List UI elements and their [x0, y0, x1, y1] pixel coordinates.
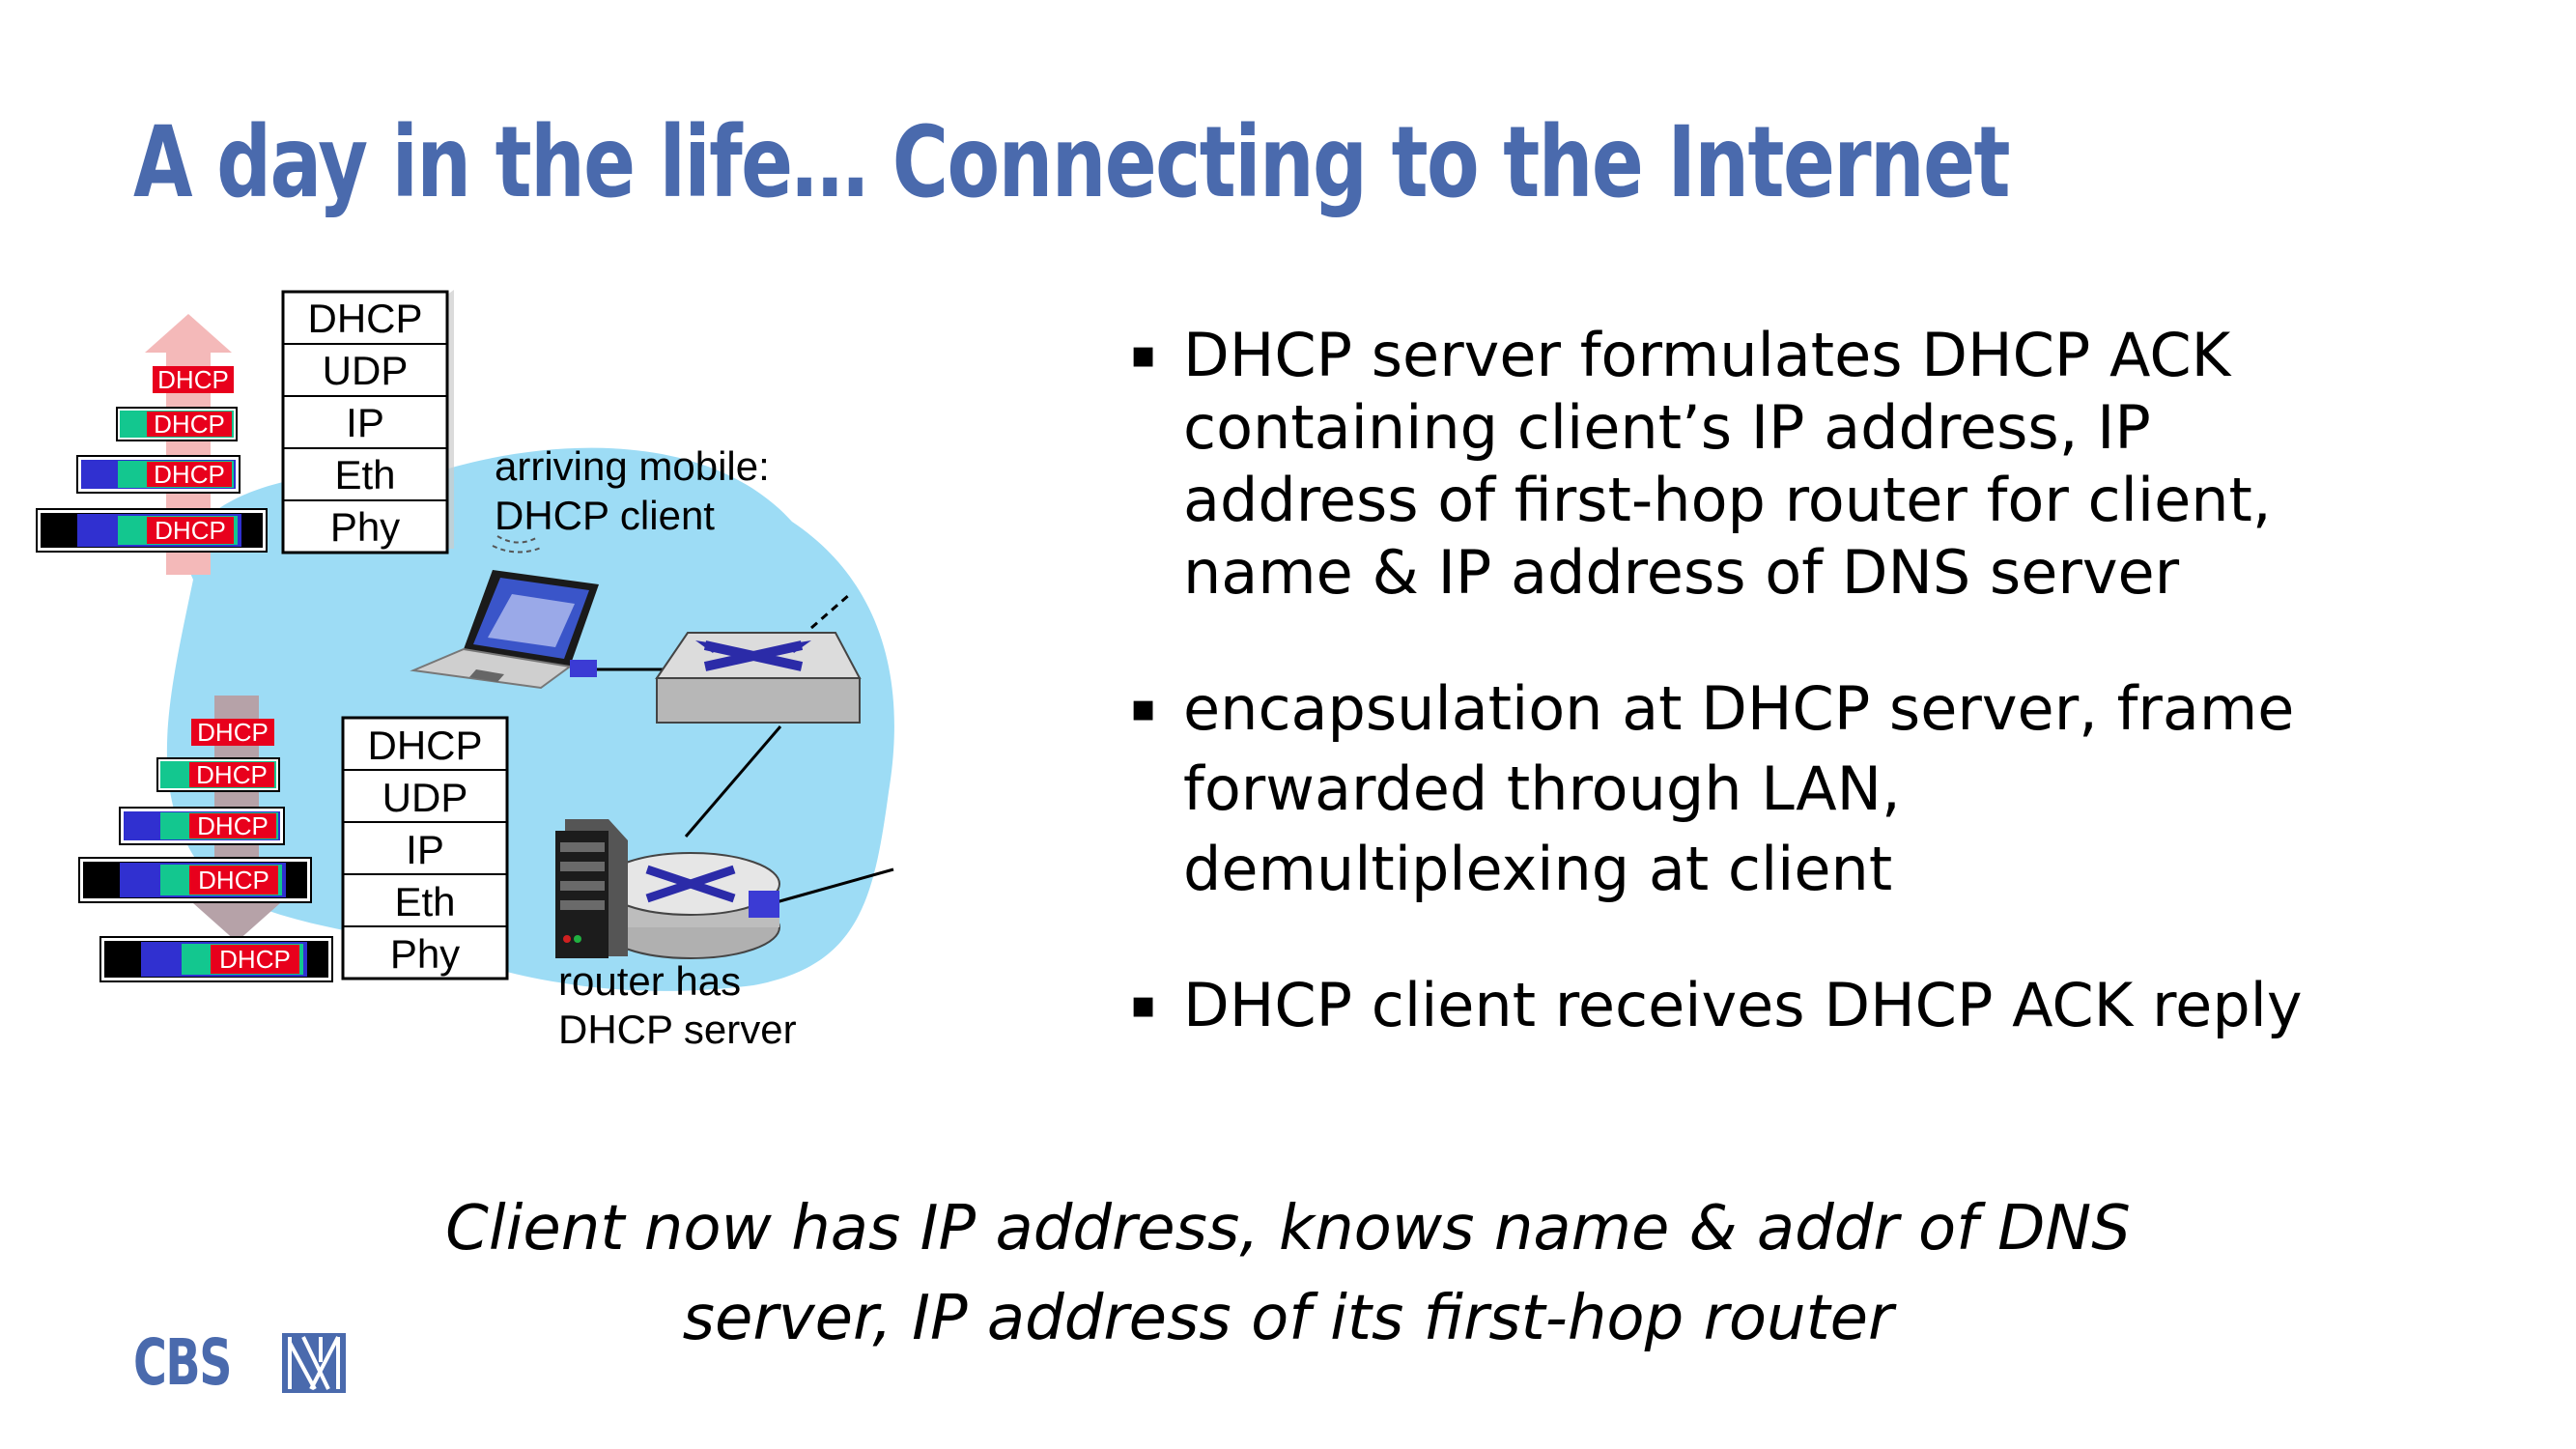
client-label-line1: arriving mobile: [495, 443, 770, 489]
server-icon [555, 819, 628, 958]
link-switch-router [684, 725, 782, 838]
summary-line-1: Client now has IP address, knows name & … [445, 1193, 2131, 1264]
link-router-outside [772, 867, 894, 905]
bullet-list: ▪ DHCP server formulates DHCP ACK contai… [1130, 319, 2482, 1041]
network-diagram: arriving mobile: DHCP client router has … [36, 290, 894, 1052]
client-stack-ip: IP [346, 400, 384, 445]
client-stack-eth: Eth [334, 452, 395, 497]
bullet-dhcp-ack: ▪ DHCP server formulates DHCP ACK contai… [1130, 320, 2272, 608]
summary-line-2: server, IP address of its first-hop rout… [682, 1283, 1894, 1354]
svg-text:DHCP: DHCP [196, 760, 268, 789]
bullet-marker: ▪ [1130, 982, 1157, 1027]
server-stack-eth: Eth [394, 879, 455, 924]
summary-footer: Client now has IP address, knows name & … [0, 1184, 2576, 1364]
server-stack-dhcp: DHCP [367, 723, 482, 768]
client-stack-phy: Phy [330, 504, 400, 550]
client-label-line2: DHCP client [495, 493, 715, 538]
client-stack-udp: UDP [323, 348, 409, 393]
svg-text:DHCP: DHCP [154, 460, 225, 489]
client-stack-dhcp: DHCP [307, 296, 422, 341]
client-packet-stack: DHCP DHCP DHCP DHCP [36, 365, 268, 553]
bullet-marker: ▪ [1130, 332, 1157, 377]
cbs-logo: CBS [133, 1325, 346, 1400]
svg-text:DHCP: DHCP [154, 410, 225, 439]
laptop-icon [410, 535, 599, 690]
server-protocol-stack: DHCP UDP IP Eth Phy [341, 716, 509, 980]
slide-title: A day in the life… Connecting to the Int… [133, 105, 2011, 220]
svg-text:DHCP: DHCP [197, 811, 269, 840]
logo-text: CBS [133, 1325, 232, 1400]
svg-text:DHCP: DHCP [219, 945, 291, 974]
svg-text:DHCP: DHCP [157, 365, 229, 394]
switch-icon [655, 632, 862, 724]
server-stack-phy: Phy [390, 931, 460, 977]
link-switch-outside [810, 592, 851, 630]
bullet-encapsulation: ▪ encapsulation at DHCP server, frame fo… [1130, 668, 2482, 909]
client-protocol-stack: DHCP UDP IP Eth Phy [281, 290, 454, 554]
router-icon [601, 852, 780, 959]
bullet-marker: ▪ [1130, 686, 1157, 730]
router-label-line2: DHCP server [558, 1007, 797, 1052]
server-packet-stack: DHCP DHCP DHCP DHCP DHCP [78, 718, 333, 982]
svg-text:DHCP: DHCP [155, 516, 226, 545]
svg-text:DHCP: DHCP [198, 866, 269, 895]
svg-text:DHCP: DHCP [197, 718, 269, 747]
logo-mark-icon [282, 1332, 346, 1393]
server-stack-ip: IP [406, 827, 444, 872]
server-stack-udp: UDP [382, 775, 468, 820]
router-label-line1: router has [558, 958, 741, 1004]
bullet-client-receives: ▪ DHCP client receives DHCP ACK reply [1130, 970, 2303, 1040]
